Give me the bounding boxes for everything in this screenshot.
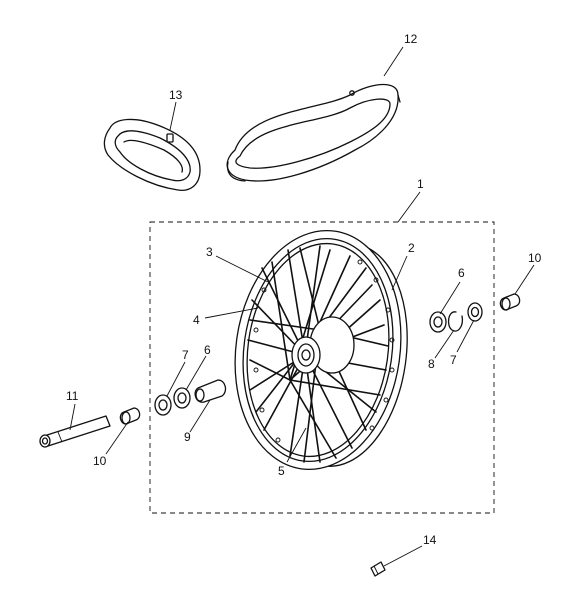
bearing-right[interactable]	[429, 311, 447, 333]
callout-1: 1	[417, 177, 424, 191]
rim-holes	[253, 259, 395, 443]
wheel-assembly-box	[149, 221, 495, 514]
rim-band[interactable]	[226, 83, 401, 182]
bearing-left[interactable]	[173, 387, 191, 409]
callout-6-left: 6	[204, 343, 211, 357]
callout-2: 2	[408, 241, 415, 255]
callout-8: 8	[428, 357, 435, 371]
callout-10-left: 10	[93, 454, 107, 468]
callout-7-right: 7	[450, 353, 457, 367]
axle-spacer-left[interactable]	[119, 407, 141, 425]
spacer[interactable]	[194, 379, 227, 403]
axle-spacer-right[interactable]	[499, 293, 521, 311]
callout-6-right: 6	[458, 266, 465, 280]
valve-cap[interactable]	[370, 561, 386, 577]
callout-10-right: 10	[528, 251, 542, 265]
callout-13: 13	[169, 88, 183, 102]
callout-5: 5	[278, 464, 285, 478]
circlip[interactable]	[447, 311, 464, 332]
axle[interactable]	[39, 415, 111, 448]
seal-right[interactable]	[467, 302, 483, 322]
inner-tube[interactable]	[103, 118, 201, 191]
seal-left[interactable]	[154, 394, 172, 416]
callout-7-left: 7	[182, 348, 189, 362]
callout-12: 12	[404, 32, 418, 46]
callout-14: 14	[423, 533, 437, 547]
leader-lines	[69, 46, 535, 567]
callout-4: 4	[193, 313, 200, 327]
callout-11: 11	[66, 389, 79, 403]
callout-9: 9	[184, 430, 191, 444]
hub[interactable]	[291, 316, 355, 374]
callout-3: 3	[206, 245, 213, 259]
wheel[interactable]	[220, 220, 421, 480]
callout-labels: 12 13 1 2 3 4 5 6 8 7 10 7 6 9 11 10 14	[66, 32, 542, 547]
